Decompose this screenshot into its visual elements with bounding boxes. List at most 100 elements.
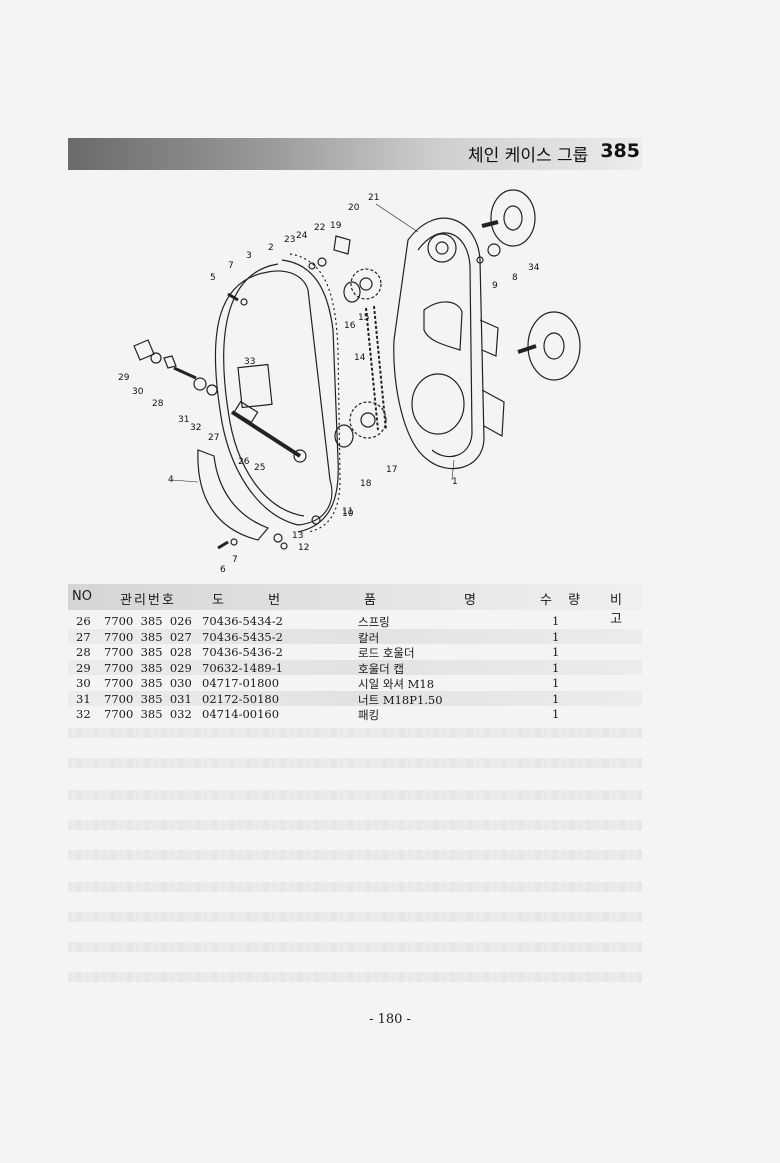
- cell-quantity: 1: [552, 614, 560, 628]
- section-title: 체인 케이스 그룹: [468, 146, 589, 166]
- callout-label: 16: [344, 321, 356, 331]
- callout-label: 18: [360, 479, 372, 489]
- callout-label: 8: [512, 273, 518, 283]
- cell-management-no: 7700 385 029: [104, 660, 192, 675]
- cell-drawing-no: 70436-5435-2: [202, 629, 283, 644]
- cell-drawing-no: 04717-01800: [202, 676, 280, 690]
- cell-drawing-no: 70436-5434-2: [202, 614, 283, 628]
- callout-label: 13: [292, 531, 303, 541]
- cell-quantity: 1: [552, 629, 560, 644]
- cell-name: 너트 M18P1.50: [358, 692, 443, 707]
- faded-row: [68, 912, 642, 922]
- cell-name: 칼러: [358, 630, 380, 645]
- upper-sprocket: [350, 268, 382, 300]
- page-number: - 180 -: [369, 1012, 411, 1027]
- callout-label: 20: [348, 203, 360, 213]
- cell-management-no: 7700 385 026: [104, 614, 192, 628]
- cell-name: 스프링: [358, 615, 390, 629]
- cell-drawing-no: 70436-5436-2: [202, 645, 283, 659]
- cell-drawing-no: 70632-1489-1: [202, 660, 283, 675]
- callout-label: 28: [152, 399, 164, 409]
- cell-no: 31: [76, 691, 91, 706]
- cell-management-no: 7700 385 028: [104, 645, 192, 659]
- cell-no: 28: [76, 645, 91, 659]
- table-row: 31 7700 385 031 02172-50180 너트 M18P1.50 1: [68, 690, 642, 707]
- cell-no: 32: [76, 707, 91, 721]
- cell-drawing-no: 02172-50180: [202, 691, 280, 706]
- cell-name: 호울더 캡: [358, 661, 404, 676]
- callout-label: 9: [492, 281, 498, 291]
- callout-label: 7: [232, 555, 238, 565]
- table-row: 26 7700 385 026 70436-5434-2 스프링 1: [68, 613, 642, 629]
- col-header-remarks: 비 고: [610, 593, 628, 627]
- callout-label: 6: [220, 565, 226, 575]
- header-band: [68, 138, 642, 170]
- callout-label: 12: [298, 543, 309, 553]
- faded-row: [68, 882, 642, 892]
- callout-label: 21: [368, 193, 379, 203]
- col-header-no: NO: [72, 589, 92, 604]
- cell-no: 27: [76, 629, 91, 644]
- drive-chain: [365, 305, 387, 431]
- cell-management-no: 7700 385 031: [104, 691, 192, 706]
- col-header-management-no: 관리번호: [120, 593, 176, 608]
- cell-no: 30: [76, 676, 91, 690]
- callout-label: 17: [386, 465, 397, 475]
- cell-management-no: 7700 385 027: [104, 629, 192, 644]
- faded-row: [68, 972, 642, 982]
- callout-label: 10: [342, 509, 354, 519]
- col-header-drawing-no: 도 번: [212, 593, 301, 608]
- faded-row: [68, 850, 642, 860]
- callout-label: 29: [118, 373, 130, 383]
- cell-quantity: 1: [552, 676, 560, 690]
- lower-sprocket: [349, 401, 387, 439]
- callout-label: 1: [452, 477, 458, 487]
- callout-label: 2: [268, 243, 274, 253]
- cell-name: 패킹: [358, 708, 380, 722]
- callout-label: 33: [244, 357, 255, 367]
- callout-label: 22: [314, 223, 325, 233]
- cell-quantity: 1: [552, 691, 560, 706]
- cell-drawing-no: 04714-00160: [202, 707, 280, 721]
- parts-table-body: 26 7700 385 026 70436-5434-2 스프링 1 27 7700 385…: [68, 613, 642, 722]
- table-row: 29 7700 385 029 70632-1489-1 호울더 캡 1: [68, 659, 642, 676]
- col-header-name-part2: 명: [464, 593, 476, 608]
- faded-row: [68, 942, 642, 952]
- rear-chain-case: [393, 217, 485, 470]
- callout-label: 32: [190, 423, 201, 433]
- callout-label: 14: [354, 353, 366, 363]
- callout-label: 4: [168, 475, 174, 485]
- faded-row: [68, 820, 642, 830]
- gasket: [289, 253, 341, 533]
- cell-quantity: 1: [552, 660, 560, 675]
- callout-label: 7: [228, 261, 234, 271]
- callout-label: 15: [358, 313, 369, 323]
- cell-no: 26: [76, 614, 91, 628]
- callout-label: 23: [284, 235, 295, 245]
- cell-name: 시일 와셔 M18: [358, 677, 435, 691]
- table-row: 27 7700 385 027 70436-5435-2 칼러 1: [68, 628, 642, 645]
- table-row: 30 7700 385 030 04717-01800 시일 와셔 M18 1: [68, 675, 642, 691]
- lower-guard: [197, 449, 270, 541]
- callout-label: 25: [254, 463, 265, 473]
- col-header-quantity: 수 량: [540, 593, 587, 608]
- callout-label: 31: [178, 415, 189, 425]
- callout-label: 27: [208, 433, 219, 443]
- group-number: 385: [600, 140, 640, 162]
- callout-label: 24: [296, 231, 308, 241]
- cell-management-no: 7700 385 030: [104, 676, 192, 690]
- cell-no: 29: [76, 660, 91, 675]
- callout-label: 26: [238, 457, 250, 467]
- cell-name: 로드 호울더: [358, 646, 415, 660]
- faded-row: [68, 758, 642, 768]
- callout-label: 19: [330, 221, 342, 231]
- callout-label: 34: [528, 263, 540, 273]
- callout-label: 11: [342, 507, 353, 517]
- callout-label: 3: [246, 251, 252, 261]
- callout-label: 30: [132, 387, 144, 397]
